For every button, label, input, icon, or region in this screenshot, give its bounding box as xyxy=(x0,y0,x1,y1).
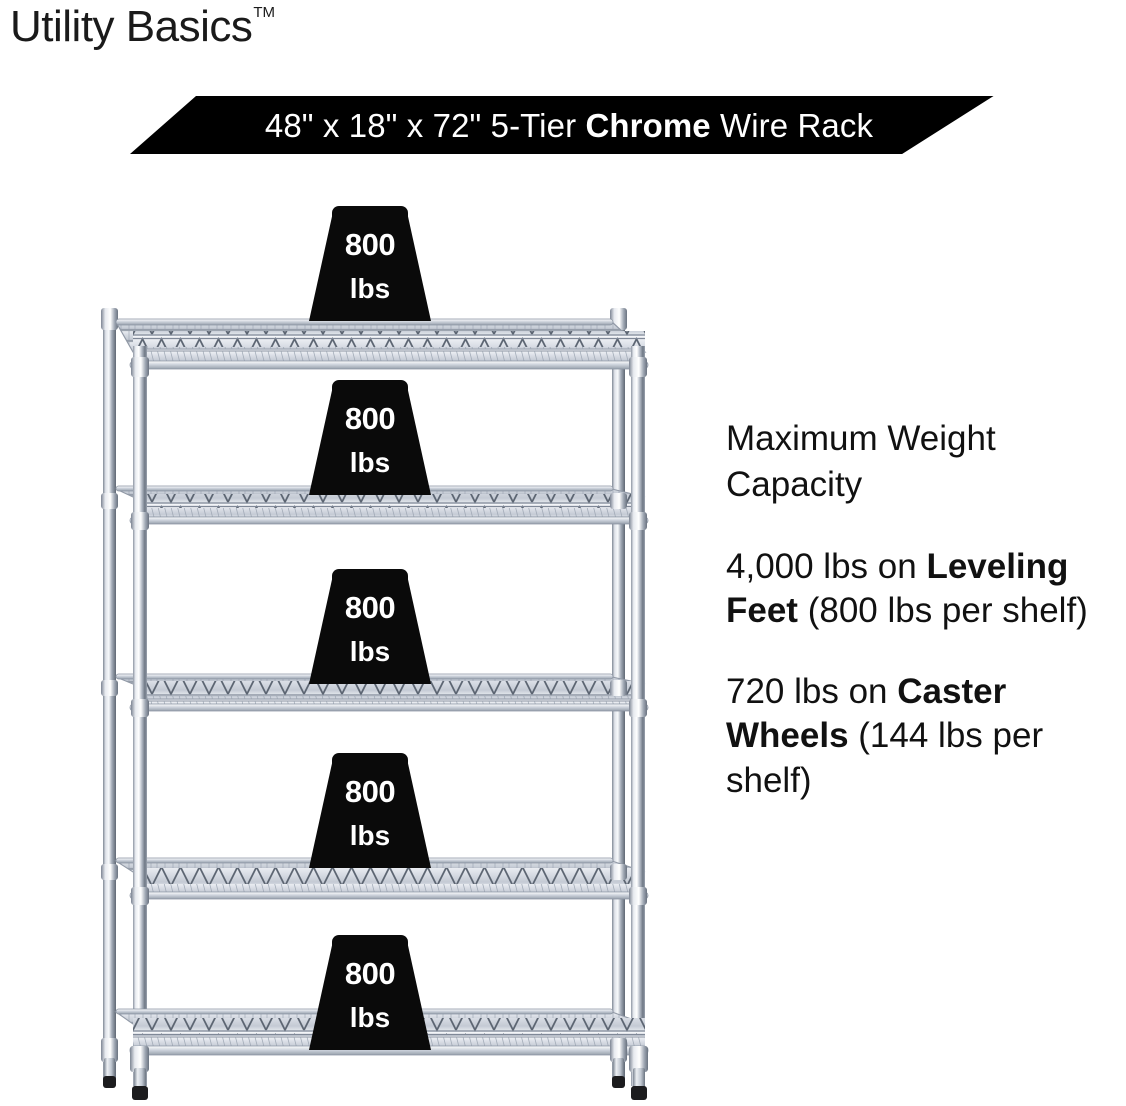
label-text-4: 800 lbs xyxy=(309,750,431,868)
label-trapezoid-5 xyxy=(309,939,431,1050)
capacity-panel: Maximum Weight Capacity 4,000 lbs on Lev… xyxy=(726,416,1118,839)
label-text-3: 800 lbs xyxy=(309,566,431,684)
label-trapezoid-1 xyxy=(309,210,431,321)
shelf-capacity-label-5: 800 lbs xyxy=(309,932,431,1050)
shelf-capacity-label-3: 800 lbs xyxy=(309,566,431,684)
label-number-2: 800 xyxy=(344,401,396,437)
label-number-5: 800 xyxy=(344,956,396,992)
label-unit-1: lbs xyxy=(349,272,391,304)
brand-logo: Utility BasicsTM xyxy=(10,2,276,52)
label-unit-2: lbs xyxy=(349,446,391,478)
label-number-3: 800 xyxy=(344,590,396,626)
shelf-capacity-label-2: 800 lbs xyxy=(309,377,431,495)
shelf-capacity-label-1: 800 lbs xyxy=(309,203,431,321)
caster-emphasis: Caster Wheels xyxy=(726,671,1007,756)
capacity-leveling-feet: 4,000 lbs on Leveling Feet (800 lbs per … xyxy=(726,545,1118,634)
capacity-heading: Maximum Weight Capacity xyxy=(726,419,996,504)
capacity-caster-wheels: 720 lbs on Caster Wheels (144 lbs per sh… xyxy=(726,670,1118,803)
caster-prefix: 720 lbs on xyxy=(726,671,898,711)
label-text-5: 800 lbs xyxy=(309,932,431,1050)
leveling-suffix: (800 lbs per shelf) xyxy=(797,591,1088,631)
label-unit-3: lbs xyxy=(349,635,391,667)
title-banner-shape xyxy=(130,96,1006,154)
label-number-4: 800 xyxy=(344,774,396,810)
label-text-1: 800 lbs xyxy=(309,203,431,321)
leveling-feet xyxy=(101,1038,648,1100)
label-unit-4: lbs xyxy=(349,819,391,851)
shelf-tier-1 xyxy=(114,318,649,370)
label-unit-5: lbs xyxy=(349,1001,391,1033)
label-trapezoid-4 xyxy=(309,757,431,868)
brand-name: Utility Basics xyxy=(10,2,253,51)
caster-suffix: (144 lbs per shelf) xyxy=(726,716,1044,800)
trademark-symbol: TM xyxy=(253,4,276,22)
label-trapezoid-2 xyxy=(309,384,431,495)
leveling-prefix: 4,000 lbs on xyxy=(726,547,927,586)
label-number-1: 800 xyxy=(344,227,396,263)
shelf-tier-2 xyxy=(115,485,649,525)
label-text-2: 800 lbs xyxy=(309,377,431,495)
label-trapezoid-3 xyxy=(309,573,431,684)
leveling-emphasis: Leveling Feet xyxy=(726,547,1069,631)
shelf-capacity-label-4: 800 lbs xyxy=(309,750,431,868)
front-posts xyxy=(101,346,647,1086)
